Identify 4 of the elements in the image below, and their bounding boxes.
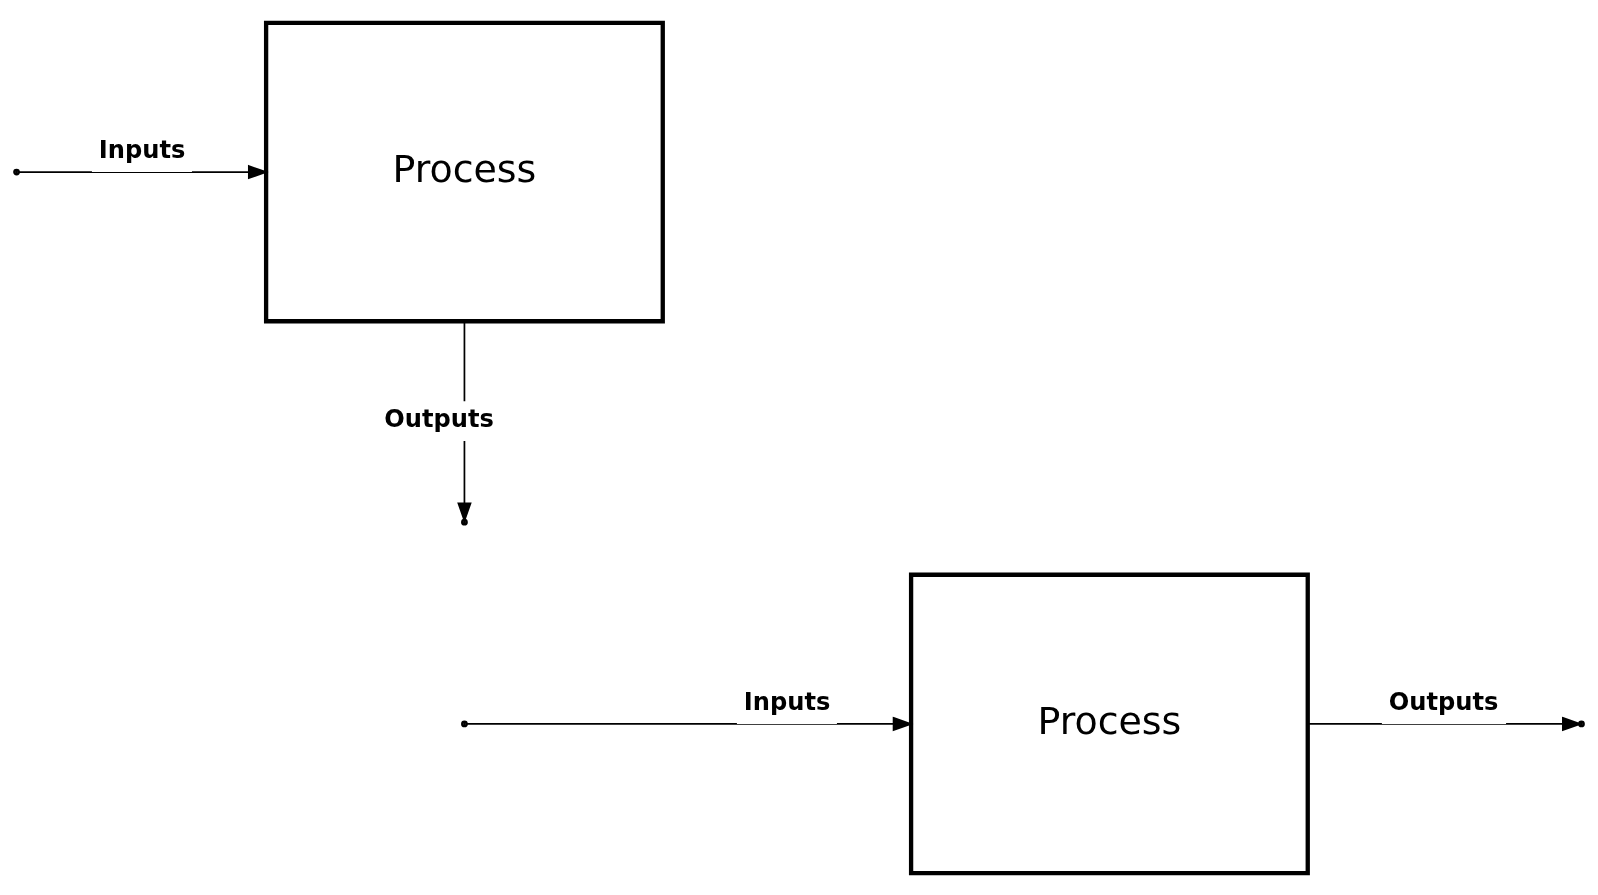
edge-label: Outputs [384, 404, 494, 433]
edge-label: Inputs [743, 687, 831, 716]
edge-label: Inputs [98, 135, 186, 164]
edge-label: Outputs [1388, 687, 1499, 716]
